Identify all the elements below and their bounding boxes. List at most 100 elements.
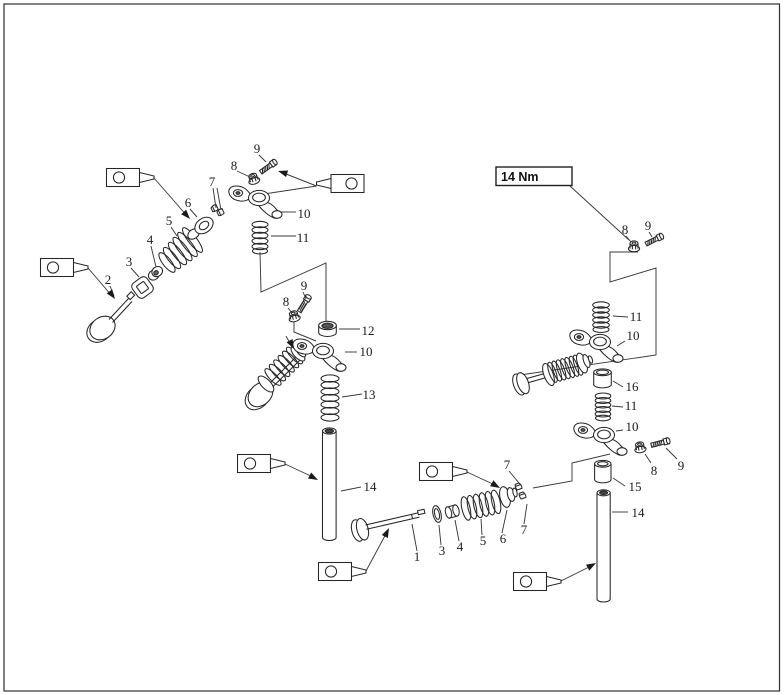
arrow-icon <box>277 167 289 178</box>
right-upper-assembly <box>512 232 666 396</box>
spring-retainer-6 <box>499 486 518 508</box>
assembled-valve <box>244 355 301 411</box>
valve-seal-4 <box>147 265 164 281</box>
adjuster-screw-9 <box>296 293 313 314</box>
spring-seat-4 <box>444 504 460 519</box>
bracket-torque-assembly <box>519 251 657 376</box>
oil-box <box>317 561 367 582</box>
torque-callout: 14 Nm <box>495 166 573 187</box>
spring-retainer <box>576 352 594 374</box>
spacer-16 <box>593 368 612 389</box>
oil-box <box>315 173 365 194</box>
callout-2-left: 2 <box>105 272 112 287</box>
valve-spring-5 <box>460 489 502 521</box>
oil-box <box>105 167 155 188</box>
callout-6-left: 6 <box>185 195 192 210</box>
callout-14-mid: 14 <box>364 479 378 494</box>
bracket-spring11-cap12 <box>259 251 327 321</box>
rocker-nut-8 <box>627 240 641 253</box>
adjuster-nut-8 <box>246 171 262 187</box>
torque-pointer-line <box>569 185 630 241</box>
callout-1: 1 <box>414 549 421 564</box>
callout-8-right: 8 <box>651 463 658 478</box>
callout-14-right: 14 <box>632 505 646 520</box>
oil-pointer-a <box>153 177 189 218</box>
assembled-valve <box>512 362 555 396</box>
callout-9-right: 9 <box>678 458 685 473</box>
rocker-spring-11 <box>594 392 612 422</box>
left-valve-assembly <box>86 157 337 343</box>
reference-lines <box>87 171 657 582</box>
callout-8-left: 8 <box>231 158 238 173</box>
callout-9-mid: 9 <box>301 278 308 293</box>
spring-seat-3 <box>131 276 154 299</box>
callout-8-mid: 8 <box>283 294 290 309</box>
valve-2 <box>86 291 136 343</box>
callout-labels: 9 8 7 6 5 4 3 2 10 11 12 13 9 8 10 14 8 … <box>105 141 685 564</box>
callout-7-left: 7 <box>209 174 216 189</box>
spring-retainer-6 <box>187 216 214 240</box>
valve-spring-5 <box>158 227 204 273</box>
pushrod-14 <box>596 489 611 603</box>
oil-box <box>418 461 468 482</box>
oil-box <box>39 257 89 278</box>
valve-keeper-7 <box>517 491 527 500</box>
rocker-arm-10 <box>228 185 283 219</box>
callout-13: 13 <box>363 387 376 402</box>
tappet-cap-12 <box>318 320 337 338</box>
callout-10-ru: 10 <box>627 328 640 343</box>
assembled-valve-spring <box>547 354 584 383</box>
oil-box <box>512 571 562 592</box>
callout-leader-lines <box>130 154 678 552</box>
page-border <box>3 3 781 692</box>
torque-box <box>495 166 573 187</box>
bottom-valve-assembly <box>350 482 527 542</box>
callout-11-left: 11 <box>297 230 310 245</box>
callout-11-rl: 11 <box>625 398 638 413</box>
valve-1 <box>350 508 426 542</box>
oil-pointer-f <box>560 564 594 582</box>
rocker-spring-11 <box>592 301 610 334</box>
arrow-icon <box>308 472 320 484</box>
oil-pointer-g <box>365 531 388 572</box>
callout-5-left: 5 <box>166 213 173 228</box>
callout-16: 16 <box>626 379 640 394</box>
pushrod-spring-13 <box>320 374 340 422</box>
callout-10-mid: 10 <box>360 344 373 359</box>
rocker-bolt-9 <box>644 232 666 248</box>
callout-5-bottom: 5 <box>480 533 487 548</box>
valve-seal-3 <box>432 505 442 523</box>
rocker-bolt-9 <box>649 436 672 449</box>
callout-10-left: 10 <box>298 206 311 221</box>
arrow-icon <box>381 526 393 539</box>
rocker-arm-10 <box>573 422 628 456</box>
right-lower-assembly <box>573 392 672 603</box>
pushrod-14 <box>321 427 337 542</box>
adjuster-spring-11 <box>251 220 269 255</box>
callout-6-bottom: 6 <box>500 531 507 546</box>
callout-8-top: 8 <box>622 222 629 237</box>
callout-3-left: 3 <box>126 254 133 269</box>
callout-10-rl: 10 <box>626 419 639 434</box>
assembled-valve-spring <box>264 346 304 386</box>
rocker-nut-8 <box>633 440 648 455</box>
oil-box <box>236 453 286 474</box>
callout-3-bottom: 3 <box>439 543 446 558</box>
middle-valve-assembly <box>244 293 347 542</box>
callout-4-left: 4 <box>147 232 154 247</box>
callout-4-bottom: 4 <box>457 539 464 554</box>
callout-7-lower: 7 <box>521 522 528 537</box>
oil-pointer-b <box>263 171 317 195</box>
adjuster-screw-9 <box>258 157 279 176</box>
pointer-arrowheads <box>106 167 598 571</box>
torque-label: 14 Nm <box>501 170 539 184</box>
callout-11-ru: 11 <box>630 309 643 324</box>
arrow-icon <box>586 560 598 571</box>
bracket-rocker-keepers <box>532 453 611 489</box>
spacer-15 <box>594 459 612 484</box>
callout-9-top: 9 <box>645 218 652 233</box>
callout-12: 12 <box>362 323 375 338</box>
callout-7-upper: 7 <box>504 457 511 472</box>
